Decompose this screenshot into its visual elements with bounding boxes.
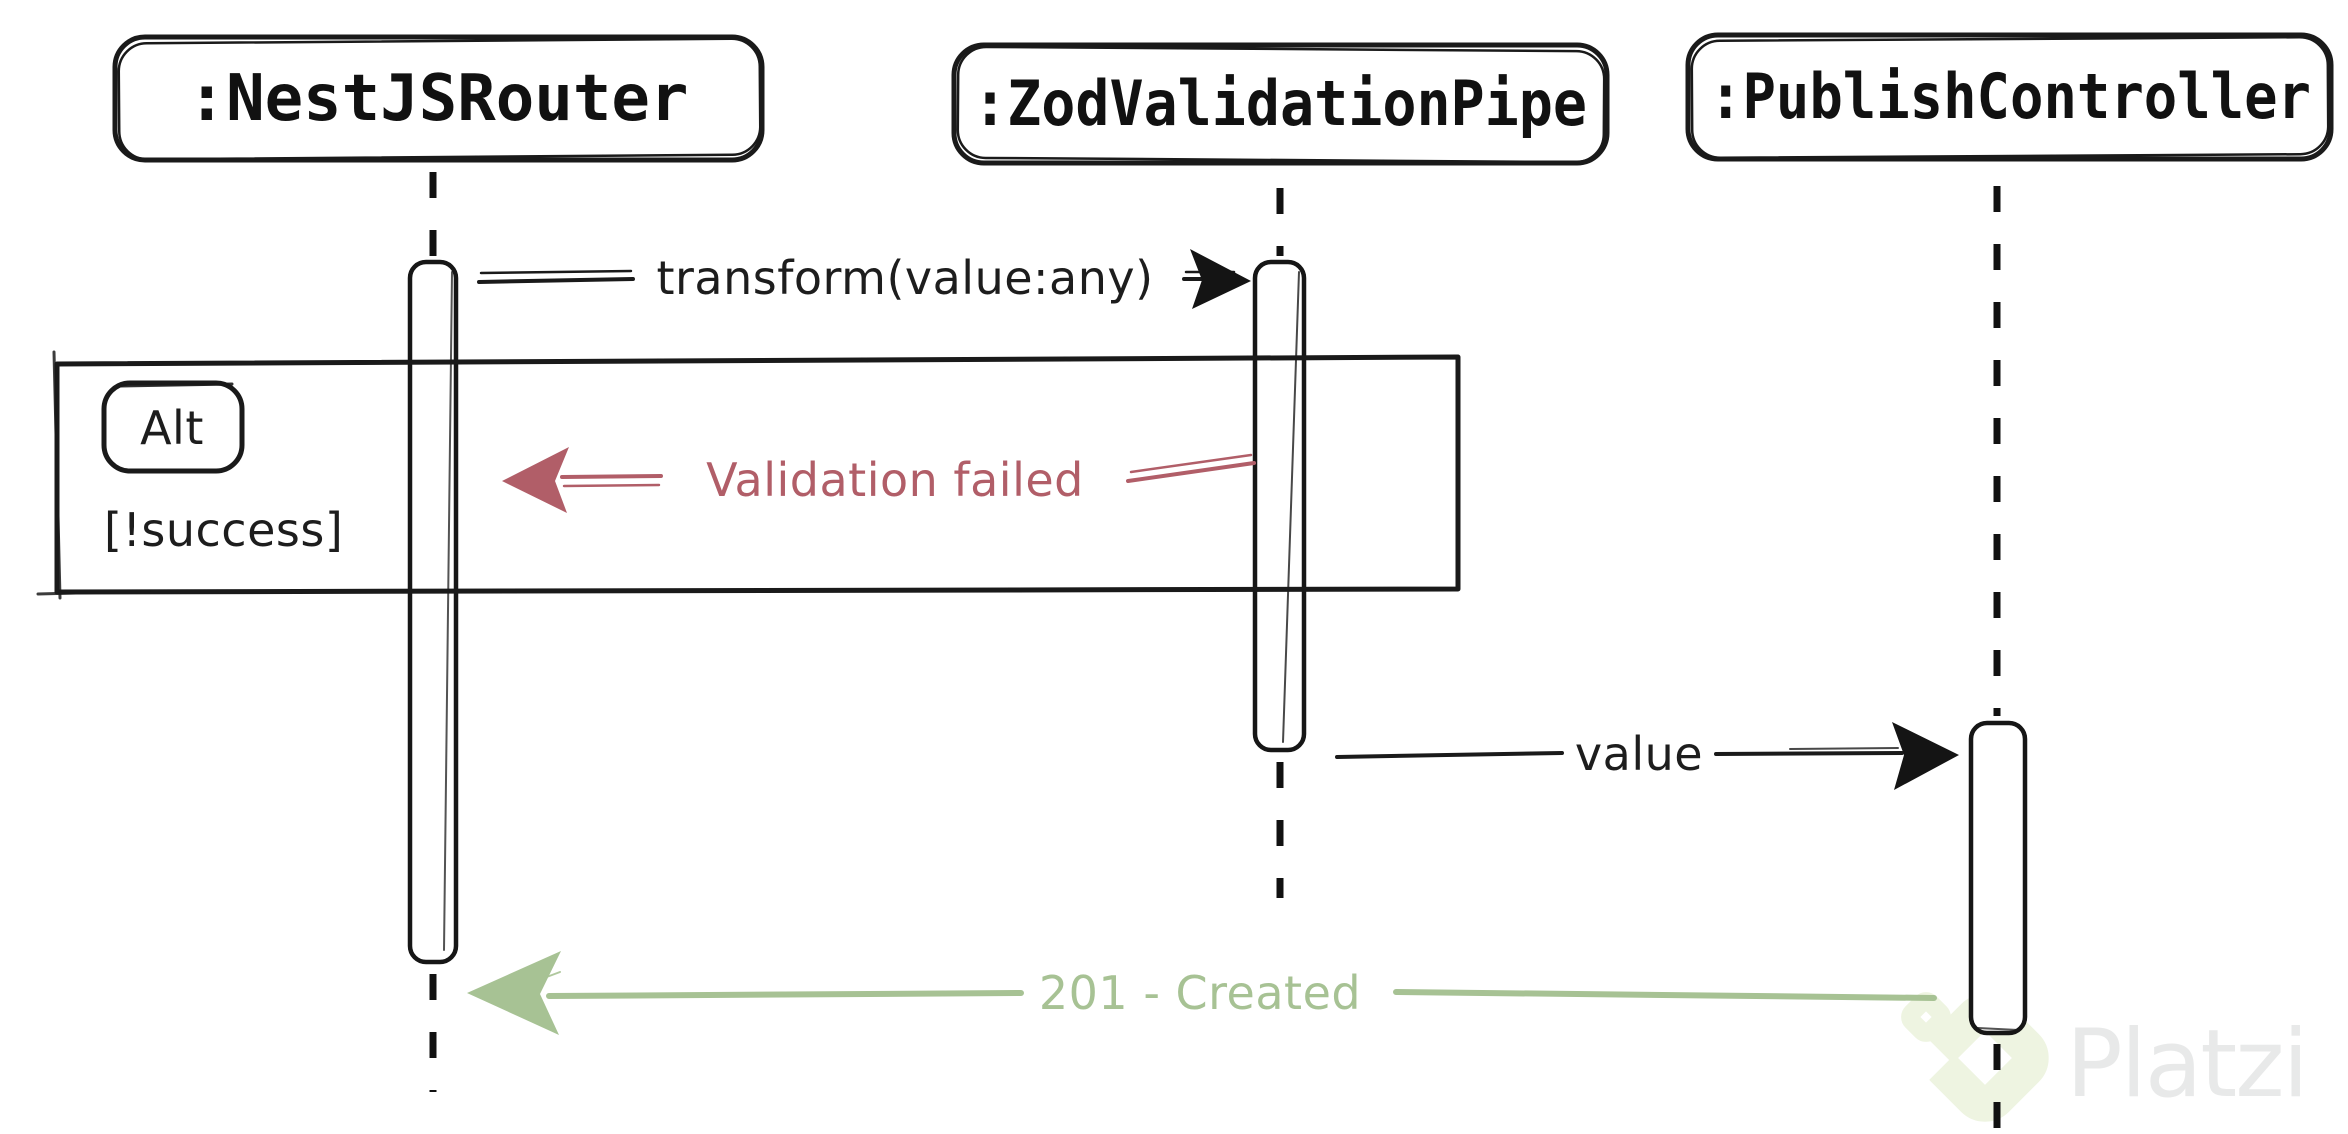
arrowhead-left-icon	[467, 951, 561, 1035]
actor-label: :NestJSRouter	[188, 62, 689, 136]
message-label: value	[1575, 727, 1703, 781]
message-transform: transform(value:any)	[477, 249, 1251, 309]
arrowhead-right-icon	[1190, 249, 1251, 309]
activation-bar-nestjsrouter	[407, 259, 459, 965]
message-201-created: 201 - Created	[467, 951, 1937, 1035]
alt-operator-box: Alt	[101, 380, 245, 474]
alt-guard-label: [!success]	[104, 503, 343, 557]
actor-box-publishcontroller: :PublishController	[1685, 32, 2334, 162]
message-label: 201 - Created	[1039, 966, 1361, 1020]
platzi-watermark-text: Platzi	[2066, 1010, 2307, 1119]
actor-label: :ZodValidationPipe	[973, 67, 1587, 140]
actor-box-nestjsrouter: :NestJSRouter	[112, 34, 765, 163]
message-label: Validation failed	[706, 453, 1084, 507]
message-label: transform(value:any)	[656, 251, 1153, 305]
message-validation-failed: Validation failed	[502, 447, 1256, 513]
activation-bar-publishcontroller	[1968, 720, 2028, 1036]
actor-box-zodvalidationpipe: :ZodValidationPipe	[951, 42, 1610, 166]
alt-operator-label: Alt	[140, 401, 204, 455]
actor-label: :PublishController	[1709, 60, 2311, 133]
alt-frame: Alt [!success]	[36, 350, 1461, 600]
platzi-watermark: Platzi	[1886, 992, 2309, 1122]
message-value: value	[1335, 722, 1959, 790]
activation-bar-zodvalidationpipe	[1252, 259, 1307, 753]
arrowhead-right-icon	[1892, 722, 1959, 790]
arrowhead-left-icon	[502, 447, 569, 513]
